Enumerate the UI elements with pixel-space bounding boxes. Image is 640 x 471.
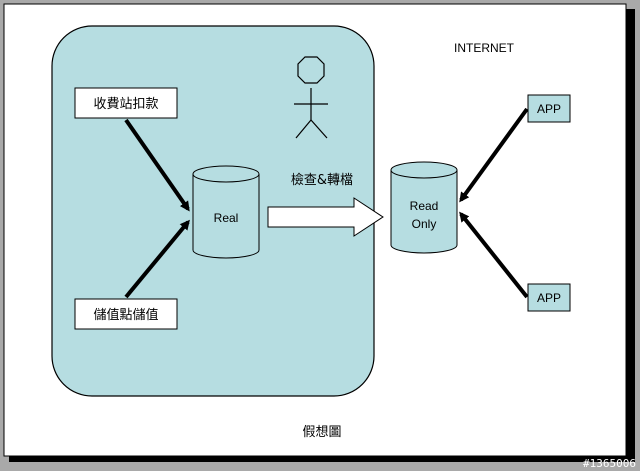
person-icon [294,56,328,139]
watermark-id: #1365006 [583,457,636,470]
readonly-db-label-line1: Read [410,199,439,213]
app-bottom-node: APP [527,283,571,312]
app-top-label: APP [537,102,561,116]
transfer-label: 檢查&轉檔 [291,172,353,188]
real-db-label: Real [214,211,239,225]
readonly-db-label-line2: Only [412,217,437,231]
arrow-stored-to-real [124,219,190,299]
internet-label: INTERNET [454,41,515,55]
app-top-node: APP [527,94,571,123]
readonly-database: Read Only [390,161,458,254]
diagram-caption: 假想圖 [302,424,341,440]
arrow-toll-to-real [124,118,190,212]
arrow-app-bottom-to-readonly [459,211,529,299]
app-bottom-label: APP [537,291,561,305]
real-database: Real [192,165,260,259]
stored-value-node: 儲值點儲值 [74,298,178,330]
toll-deduction-label: 收費站扣款 [93,97,158,112]
arrow-app-top-to-readonly [459,107,529,203]
stored-value-label: 儲值點儲值 [93,307,158,323]
toll-deduction-node: 收費站扣款 [74,87,178,119]
transfer-arrow [267,197,384,237]
